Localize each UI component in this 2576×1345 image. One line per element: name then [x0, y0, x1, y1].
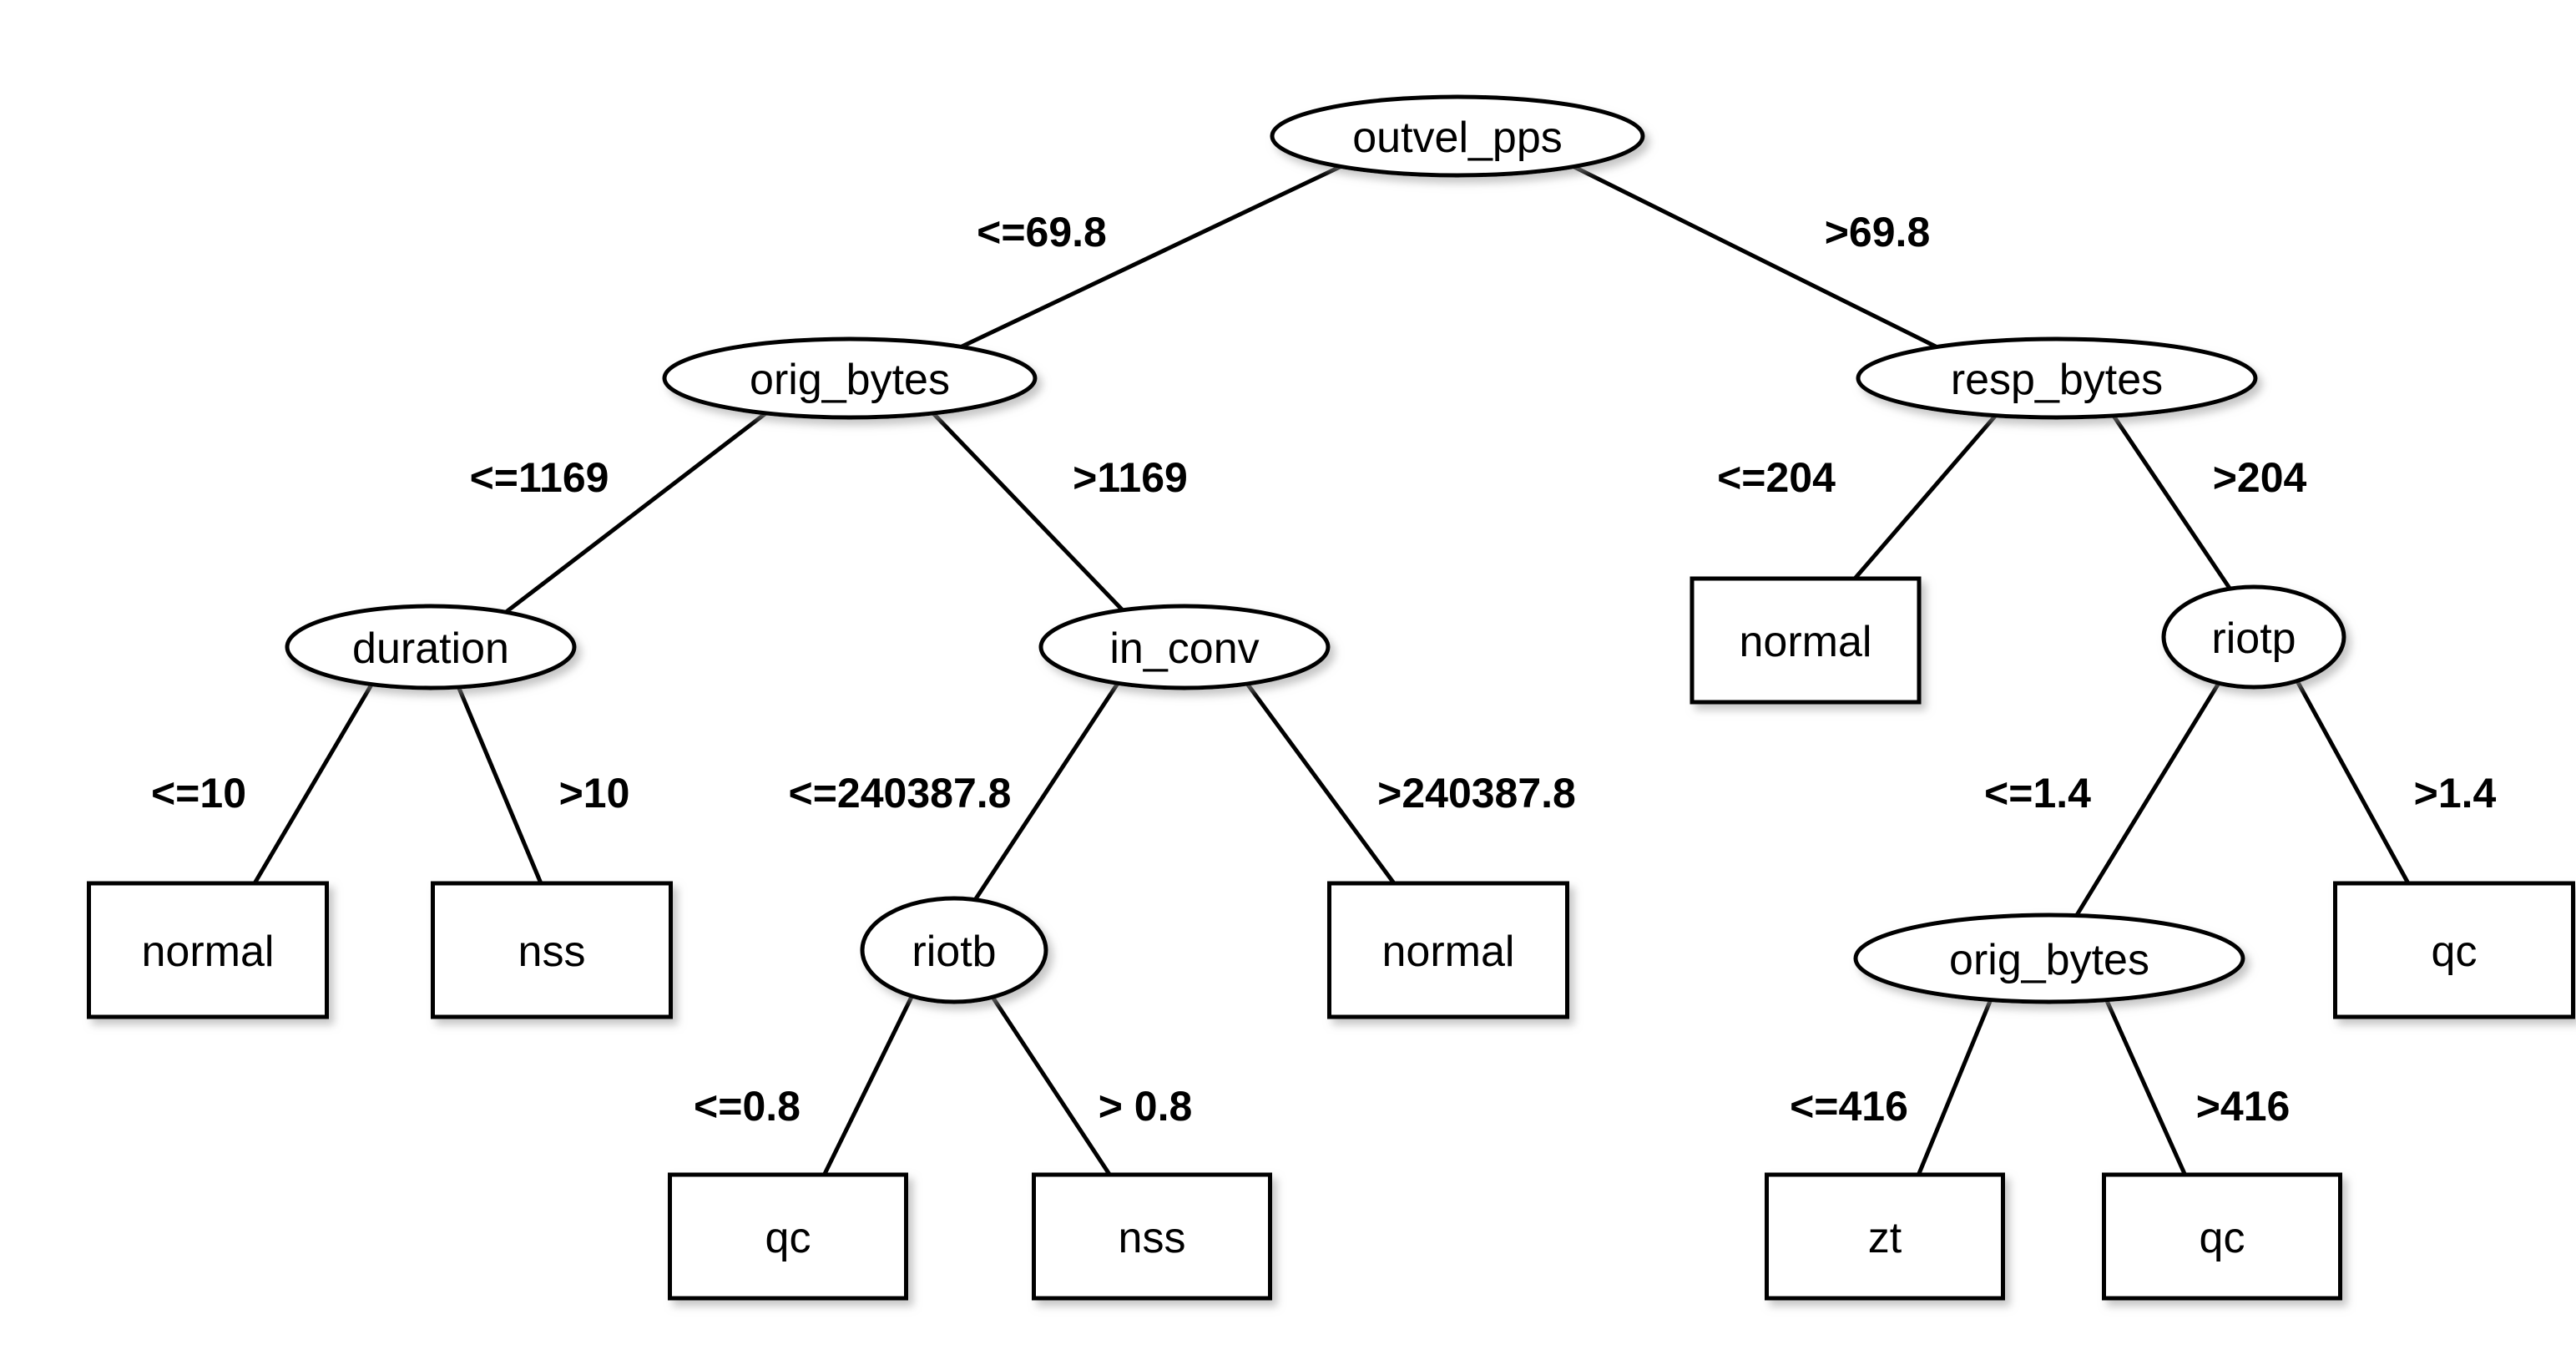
- leaf-node[interactable]: nss: [431, 881, 673, 1019]
- edge-condition-label: >10: [559, 770, 630, 817]
- tree-edge: [954, 164, 1342, 351]
- tree-edge: [1572, 164, 1943, 351]
- edge-condition-label: <=1169: [470, 454, 609, 501]
- decision-node[interactable]: duration: [285, 604, 577, 690]
- node-label: normal: [142, 928, 275, 976]
- edge-condition-label: >69.8: [1825, 209, 1931, 255]
- leaf-node[interactable]: nss: [1032, 1172, 1272, 1301]
- edge-condition-label: <=69.8: [977, 209, 1107, 255]
- node-rect-shape: [1690, 576, 1922, 705]
- edge-condition-label: <=416: [1790, 1083, 1908, 1130]
- node-ellipse-shape: [2161, 584, 2346, 690]
- decision-node[interactable]: riotb: [860, 896, 1048, 1004]
- node-rect-shape: [2102, 1172, 2342, 1301]
- edge-layer: [252, 164, 2411, 1178]
- tree-edge: [1852, 411, 2000, 581]
- tree-edge: [1916, 993, 1995, 1178]
- tree-edge: [929, 409, 1125, 613]
- node-label: resp_bytes: [1951, 356, 2163, 404]
- leaf-node[interactable]: qc: [668, 1172, 908, 1301]
- node-ellipse-shape: [860, 896, 1048, 1004]
- edge-condition-label: > 0.8: [1099, 1083, 1193, 1130]
- node-label: nss: [518, 928, 586, 976]
- edge-condition-label: <=10: [151, 770, 246, 817]
- edge-condition-label: <=240387.8: [789, 770, 1012, 817]
- node-label: orig_bytes: [1949, 936, 2149, 984]
- node-layer: outvel_pps orig_bytes resp_bytes duration in…: [87, 94, 2575, 1301]
- node-rect-shape: [87, 881, 329, 1019]
- node-label: riotb: [912, 928, 996, 976]
- node-ellipse-shape: [1270, 94, 1645, 178]
- node-rect-shape: [1765, 1172, 2005, 1301]
- node-ellipse-shape: [662, 336, 1038, 420]
- leaf-node[interactable]: normal: [87, 881, 329, 1019]
- decision-node[interactable]: orig_bytes: [662, 336, 1038, 420]
- edge-condition-label: <=1.4: [1984, 770, 2091, 817]
- decision-node[interactable]: in_conv: [1038, 604, 1331, 690]
- tree-edge: [987, 989, 1113, 1178]
- node-label: qc: [765, 1214, 811, 1262]
- node-rect-shape: [668, 1172, 908, 1301]
- decision-node[interactable]: resp_bytes: [1856, 336, 2258, 420]
- edge-condition-label: >416: [2196, 1083, 2291, 1130]
- leaf-node[interactable]: qc: [2102, 1172, 2342, 1301]
- node-rect-shape: [2333, 881, 2575, 1019]
- edge-condition-label: <=204: [1717, 454, 1836, 501]
- node-label: duration: [352, 624, 509, 673]
- node-rect-shape: [1327, 881, 1569, 1019]
- tree-edge: [2074, 678, 2223, 918]
- tree-edge: [2293, 675, 2411, 886]
- tree-edge: [2109, 411, 2233, 592]
- node-label: qc: [2200, 1214, 2245, 1262]
- decision-node[interactable]: riotp: [2161, 584, 2346, 690]
- edge-condition-label: >240387.8: [1377, 770, 1576, 817]
- edge-condition-label: <=0.8: [694, 1083, 801, 1130]
- node-label: outvel_pps: [1352, 114, 1563, 162]
- leaf-node[interactable]: zt: [1765, 1172, 2005, 1301]
- node-label: nss: [1119, 1214, 1186, 1262]
- leaf-node[interactable]: qc: [2333, 881, 2575, 1019]
- node-ellipse-shape: [1038, 604, 1331, 690]
- node-label: normal: [1740, 618, 1872, 666]
- node-ellipse-shape: [1856, 336, 2258, 420]
- node-label: in_conv: [1109, 624, 1259, 673]
- node-ellipse-shape: [1853, 913, 2245, 1004]
- leaf-node[interactable]: normal: [1690, 576, 1922, 705]
- node-ellipse-shape: [285, 604, 577, 690]
- tree-edge: [456, 684, 543, 886]
- tree-edge: [821, 989, 917, 1178]
- node-label: normal: [1382, 928, 1515, 976]
- tree-edge: [972, 680, 1121, 903]
- tree-edge: [252, 678, 376, 886]
- node-rect-shape: [431, 881, 673, 1019]
- decision-node[interactable]: outvel_pps: [1270, 94, 1645, 178]
- node-label: orig_bytes: [750, 356, 950, 404]
- tree-edge: [503, 409, 770, 615]
- edge-condition-label: >204: [2213, 454, 2307, 501]
- decision-node[interactable]: orig_bytes: [1853, 913, 2245, 1004]
- edge-condition-label: >1169: [1073, 454, 1188, 501]
- tree-edge: [1240, 675, 1397, 886]
- node-label: zt: [1868, 1214, 1902, 1262]
- node-label: qc: [2432, 928, 2478, 976]
- leaf-node[interactable]: normal: [1327, 881, 1569, 1019]
- node-rect-shape: [1032, 1172, 1272, 1301]
- node-label: riotp: [2211, 614, 2296, 663]
- edge-label-layer: <=69.8 >69.8 <=1169 >1169 <=204 >204 <=10 >10 <=…: [151, 209, 2497, 1130]
- edge-condition-label: >1.4: [2414, 770, 2497, 817]
- tree-edge: [2102, 993, 2188, 1178]
